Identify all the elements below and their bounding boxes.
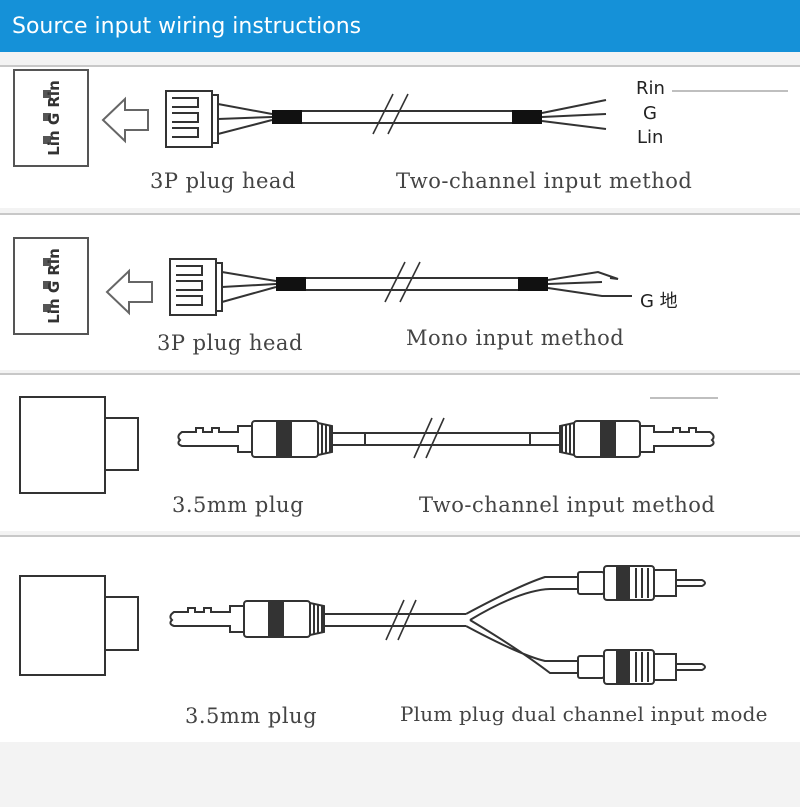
port-pin-labels: Lin G Rin (45, 80, 63, 156)
left-arrow-icon (105, 268, 153, 316)
panel-3p-two-channel (0, 65, 800, 208)
header-bar: Source input wiring instructions (0, 0, 800, 52)
3-5mm-plug-icon (529, 420, 715, 458)
jack-socket-icon (19, 575, 139, 676)
caption-two-channel: Two-channel input method (396, 169, 693, 193)
caption-two-channel: Two-channel input method (419, 493, 716, 517)
3-pin-port-icon (13, 237, 89, 335)
wire-label-g: G (643, 103, 657, 124)
caption-plum-plug: Plum plug dual channel input mode (400, 702, 768, 726)
wire-label-rin: Rin (636, 78, 665, 99)
wire-label-lin: Lin (637, 127, 664, 148)
page-title: Source input wiring instructions (12, 14, 362, 39)
3p-connector-icon (165, 90, 219, 148)
3p-connector-icon (169, 258, 223, 316)
wire-label-ground: G 地 (640, 291, 678, 312)
port-pin-labels: Lin G Rin (45, 248, 63, 324)
3-5mm-plug-icon (177, 420, 366, 458)
caption-35mm-plug: 3.5mm plug (172, 493, 305, 517)
caption-3p-plug-head: 3P plug head (157, 331, 303, 355)
3-5mm-plug-icon (169, 600, 325, 638)
3-pin-port-icon (13, 69, 89, 167)
left-arrow-icon (101, 96, 149, 144)
caption-35mm-plug: 3.5mm plug (185, 704, 318, 728)
caption-3p-plug-head: 3P plug head (150, 169, 296, 193)
jack-socket-icon (19, 396, 139, 494)
caption-mono: Mono input method (406, 326, 625, 350)
rca-plug-icon (577, 649, 706, 685)
rca-plug-icon (577, 565, 706, 601)
